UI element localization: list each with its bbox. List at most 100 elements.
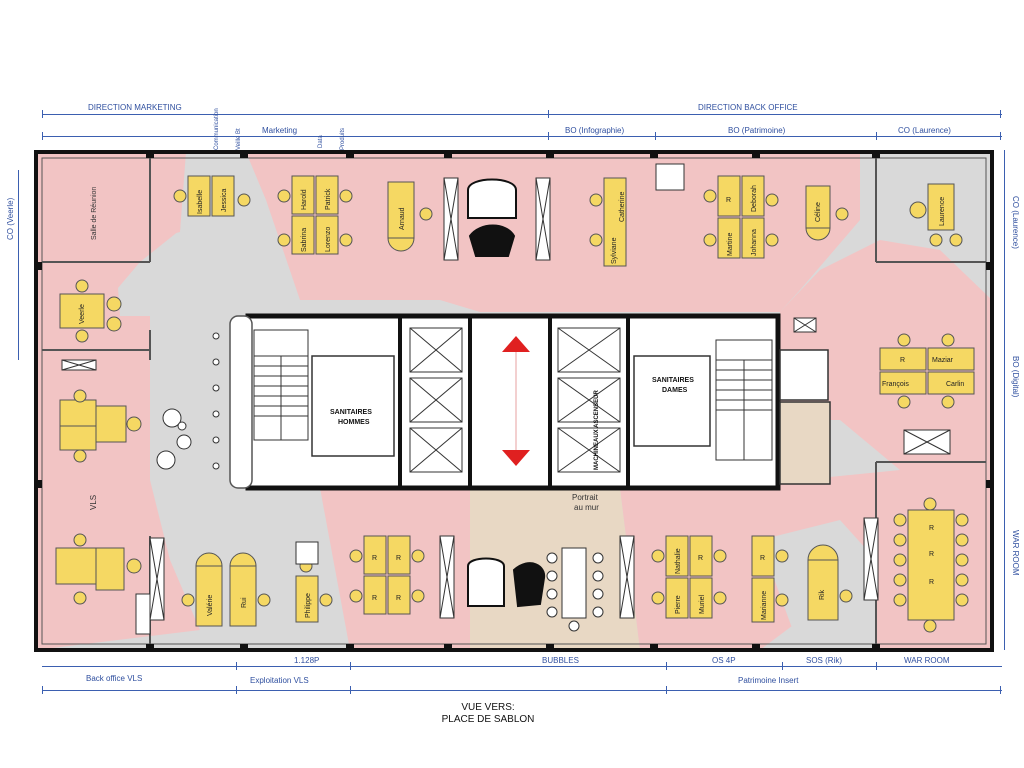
label-bo-patrimoine: BO (Patrimoine) (728, 126, 786, 135)
dim-tick (782, 662, 783, 670)
name-francois: François (882, 381, 909, 388)
dim-tick (666, 662, 667, 670)
core-left-dots (212, 332, 220, 470)
dim-tick (236, 662, 237, 670)
portrait-label: Portrait (572, 493, 599, 502)
name-valerie: Valérie (207, 595, 214, 616)
name-r-bubble-2: R (396, 555, 401, 562)
desks (55, 175, 975, 627)
name-r-war-2: R (929, 551, 934, 558)
name-arnaud: Arnaud (399, 207, 406, 230)
dim-tick (42, 132, 43, 140)
label-back-office-vls: Back office VLS (86, 674, 143, 683)
name-r-sos: R (760, 555, 765, 562)
sanitaires-hommes-room (311, 355, 395, 457)
sanitaires-dames-label-2: DAMES (662, 387, 688, 394)
dim-tick (876, 132, 877, 140)
chairs (73, 189, 969, 633)
name-labels: Isabelle Jessica Harold Patrick Sabrina … (79, 185, 964, 620)
outer-wall-inner (41, 157, 987, 645)
name-celine: Céline (815, 202, 822, 222)
name-r-os4p: R (698, 555, 703, 562)
bottom-dim-line-2 (42, 690, 1002, 691)
label-patrimoine-insert: Patrimoine Insert (738, 676, 799, 685)
dim-tick (1000, 132, 1001, 140)
name-harold: Harold (301, 189, 308, 210)
dim-tick (42, 110, 43, 118)
dim-tick (42, 686, 43, 694)
shaft-right (779, 349, 829, 401)
meeting-table-white (561, 547, 587, 619)
sanitaires-dames-room (633, 355, 711, 447)
meeting-table-chairs (546, 552, 604, 632)
name-maziar: Maziar (932, 357, 954, 364)
outer-wall (34, 150, 994, 652)
bottom-dim-line-1 (42, 666, 1002, 667)
label-marketing: Marketing (262, 126, 298, 135)
name-carlin: Carlin (946, 381, 964, 388)
name-r-war-1: R (929, 525, 934, 532)
arrow-down (502, 450, 530, 466)
name-rui: Rui (241, 597, 248, 608)
dim-tick (655, 132, 656, 140)
name-martine: Martine (727, 233, 734, 256)
name-philippe: Philippe (305, 593, 312, 618)
view-title-line2: PLACE DE SABLON (441, 714, 535, 725)
name-laurence: Laurence (939, 197, 946, 226)
label-war-room-bottom: WAR ROOM (904, 656, 950, 665)
dim-tick (548, 132, 549, 140)
core-left-rounded (229, 315, 253, 489)
name-r-bubble-4: R (396, 595, 401, 602)
stairs-right (715, 339, 773, 461)
name-r-war-3: R (929, 579, 934, 586)
desk-rounded-ends (195, 227, 839, 567)
left-dim-line (18, 170, 19, 360)
arrow-up (502, 336, 530, 352)
name-sylviane: Sylviane (611, 237, 618, 264)
stairs-left (253, 329, 309, 441)
dim-tick (236, 686, 237, 694)
label-sos-rik: SOS (Rik) (806, 656, 842, 665)
sanitaires-dames-label: SANITAIRES (652, 377, 694, 384)
sanitaires-hommes-label: SANITAIRES (330, 409, 372, 416)
salle-reunion-label: Salle de Réunion (91, 187, 98, 240)
vls-label: VLS (89, 495, 98, 510)
dim-tick (666, 686, 667, 694)
columns (34, 150, 994, 652)
name-johanna: Johanna (751, 229, 758, 256)
dim-tick (548, 110, 549, 118)
top-dim-line-1 (42, 114, 1002, 115)
name-veerle: Veerle (79, 304, 86, 324)
core-dividers (398, 316, 630, 488)
sanitaires-hommes-label-2: HOMMES (338, 419, 370, 426)
label-bo-infographie: BO (Infographie) (565, 126, 625, 135)
view-title-line1: VUE VERS: (461, 702, 515, 713)
label-1128p: 1.128P (294, 656, 320, 665)
elevator-shafts (409, 327, 621, 473)
label-os4p: OS 4P (712, 656, 736, 665)
portrait-label-2: au mur (574, 503, 599, 512)
lounge-chairs (467, 178, 546, 608)
bubble-seats (156, 408, 192, 470)
dim-tick (876, 662, 877, 670)
right-dim-line (1004, 150, 1005, 650)
name-sabrina: Sabrina (301, 228, 308, 252)
zone-left-mid (36, 316, 150, 480)
top-dim-line-2 (42, 136, 1002, 137)
name-marianne: Marianne (761, 591, 768, 620)
name-catherine: Catherine (619, 192, 626, 222)
name-pierre: Pierre (675, 595, 682, 614)
label-direction-back-office: DIRECTION BACK OFFICE (698, 103, 798, 112)
label-direction-marketing: DIRECTION MARKETING (88, 103, 182, 112)
dim-tick (350, 686, 351, 694)
partitions (42, 158, 986, 644)
dim-tick (1000, 110, 1001, 118)
label-bubbles: BUBBLES (542, 656, 579, 665)
machineaux-label: MACHINEAUX ASCENSEUR (594, 390, 600, 470)
dim-tick (1000, 686, 1001, 694)
name-rik: Rik (819, 589, 826, 600)
shaft-right-lower (779, 401, 831, 485)
name-r-digital: R (900, 357, 905, 364)
label-co-laurence-top: CO (Laurence) (898, 126, 951, 135)
